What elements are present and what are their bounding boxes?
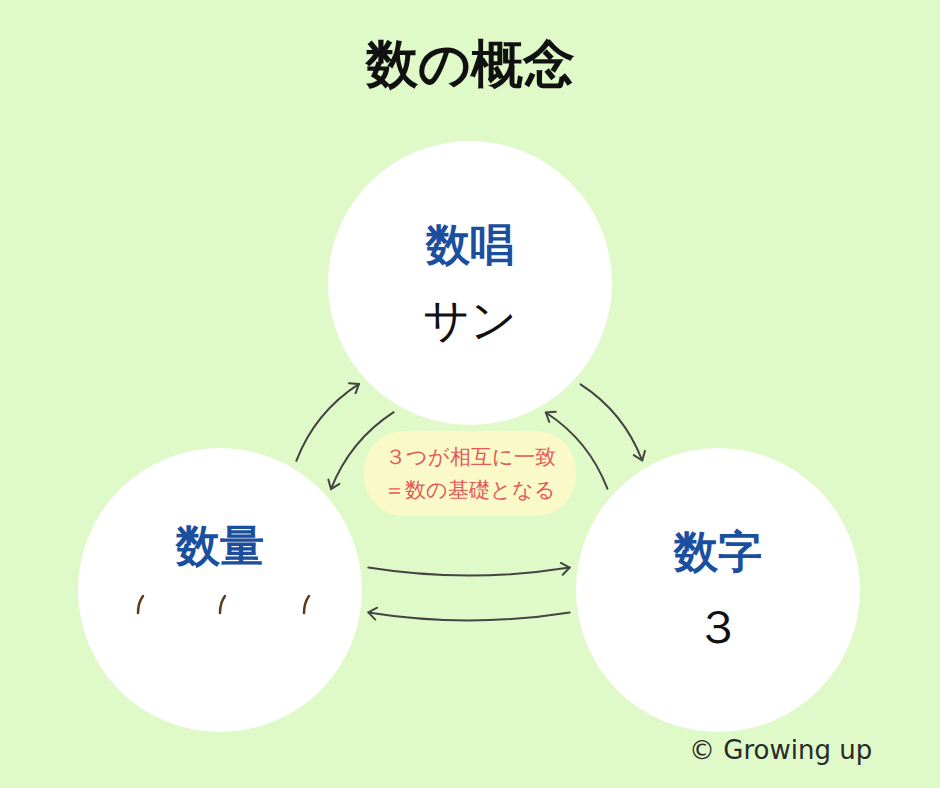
- note-text: ３つが相互に一致 ＝数の基礎となる: [376, 441, 564, 506]
- circle-heading: 数字: [674, 528, 762, 576]
- circle-body: サン: [423, 295, 517, 346]
- diagram-title: 数の概念: [0, 30, 940, 100]
- concept-circle: 数唱サン: [328, 141, 612, 425]
- concept-circle: 数字 ３: [576, 448, 860, 732]
- circle-heading: 数量: [176, 522, 264, 570]
- note-box: ３つが相互に一致 ＝数の基礎となる: [364, 431, 576, 516]
- curved-arrow: [368, 568, 569, 576]
- circle-heading: 数唱: [426, 221, 514, 269]
- curved-arrow: [296, 384, 359, 461]
- circle-body: ３: [695, 602, 741, 653]
- copyright-label: © Growing up: [689, 735, 872, 765]
- curved-arrow: [581, 384, 643, 460]
- apple-illustration: [100, 594, 340, 658]
- concept-circle: 数量: [78, 448, 362, 732]
- curved-arrow: [368, 612, 569, 620]
